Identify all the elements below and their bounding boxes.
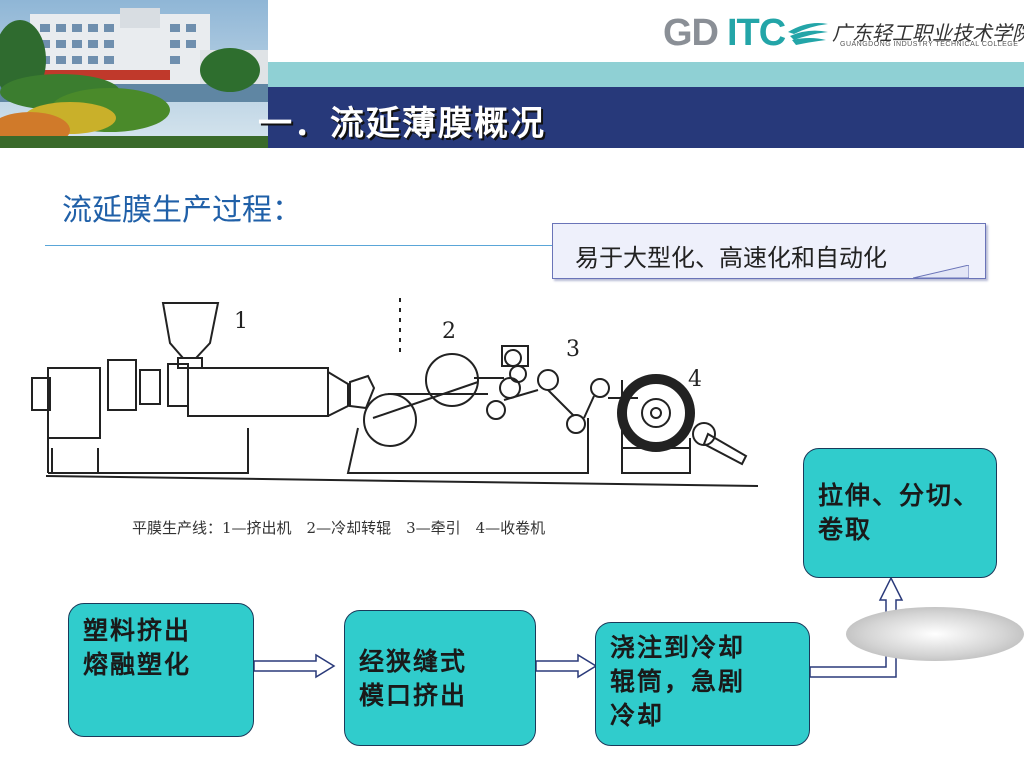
flow-step-3-line1: 浇注到冷却: [610, 631, 795, 665]
decorative-ellipse: [846, 607, 1024, 661]
flow-step-3: 浇注到冷却 辊筒，急剧 冷却: [595, 622, 810, 746]
diagram-label-3: 3: [566, 337, 580, 362]
logo-english-name: GUANGDONG INDUSTRY TECHNICAL COLLEGE: [840, 41, 1018, 48]
header-teal-band: [268, 62, 1024, 87]
section-subtitle: 流延膜生产过程：: [62, 185, 302, 229]
flow-step-2-line1: 经狭缝式: [359, 645, 521, 679]
diagram-label-4: 4: [688, 367, 702, 392]
logo-swoosh-icon: [786, 18, 830, 48]
diagram-caption: 平膜生产线：1—挤出机 2—冷却转辊 3—牵引 4—收卷机: [132, 517, 545, 538]
diagram-label-1: 1: [234, 309, 248, 334]
flow-step-1-line1: 塑料挤出: [83, 614, 239, 648]
flow-step-2: 经狭缝式 模口挤出: [344, 610, 536, 746]
production-line-diagram: 1 2 3 4: [28, 298, 768, 548]
header-campus-photo: [0, 0, 268, 148]
flow-step-4-line2: 卷取: [818, 513, 982, 547]
logo-text-itc: ITC: [727, 12, 785, 55]
callout-text: 易于大型化、高速化和自动化: [575, 238, 887, 273]
flow-step-3-line3: 冷却: [610, 699, 795, 733]
flow-step-1: 塑料挤出 熔融塑化: [68, 603, 254, 737]
callout-box: 易于大型化、高速化和自动化: [552, 223, 986, 279]
flow-step-4: 拉伸、分切、 卷取: [803, 448, 997, 578]
flow-step-2-line2: 模口挤出: [359, 679, 521, 713]
divider-line: [45, 245, 565, 246]
slide-title: 一．流延薄膜概况: [258, 96, 546, 145]
logo-text-gd: GD: [663, 12, 718, 55]
diagram-label-2: 2: [442, 319, 456, 344]
callout-fold-icon: [913, 265, 969, 279]
flow-arrow-1: [254, 655, 334, 677]
flow-step-3-line2: 辊筒，急剧: [610, 665, 795, 699]
flow-step-4-line1: 拉伸、分切、: [818, 479, 982, 513]
flow-arrow-2: [536, 655, 596, 677]
flow-step-1-line2: 熔融塑化: [83, 648, 239, 682]
